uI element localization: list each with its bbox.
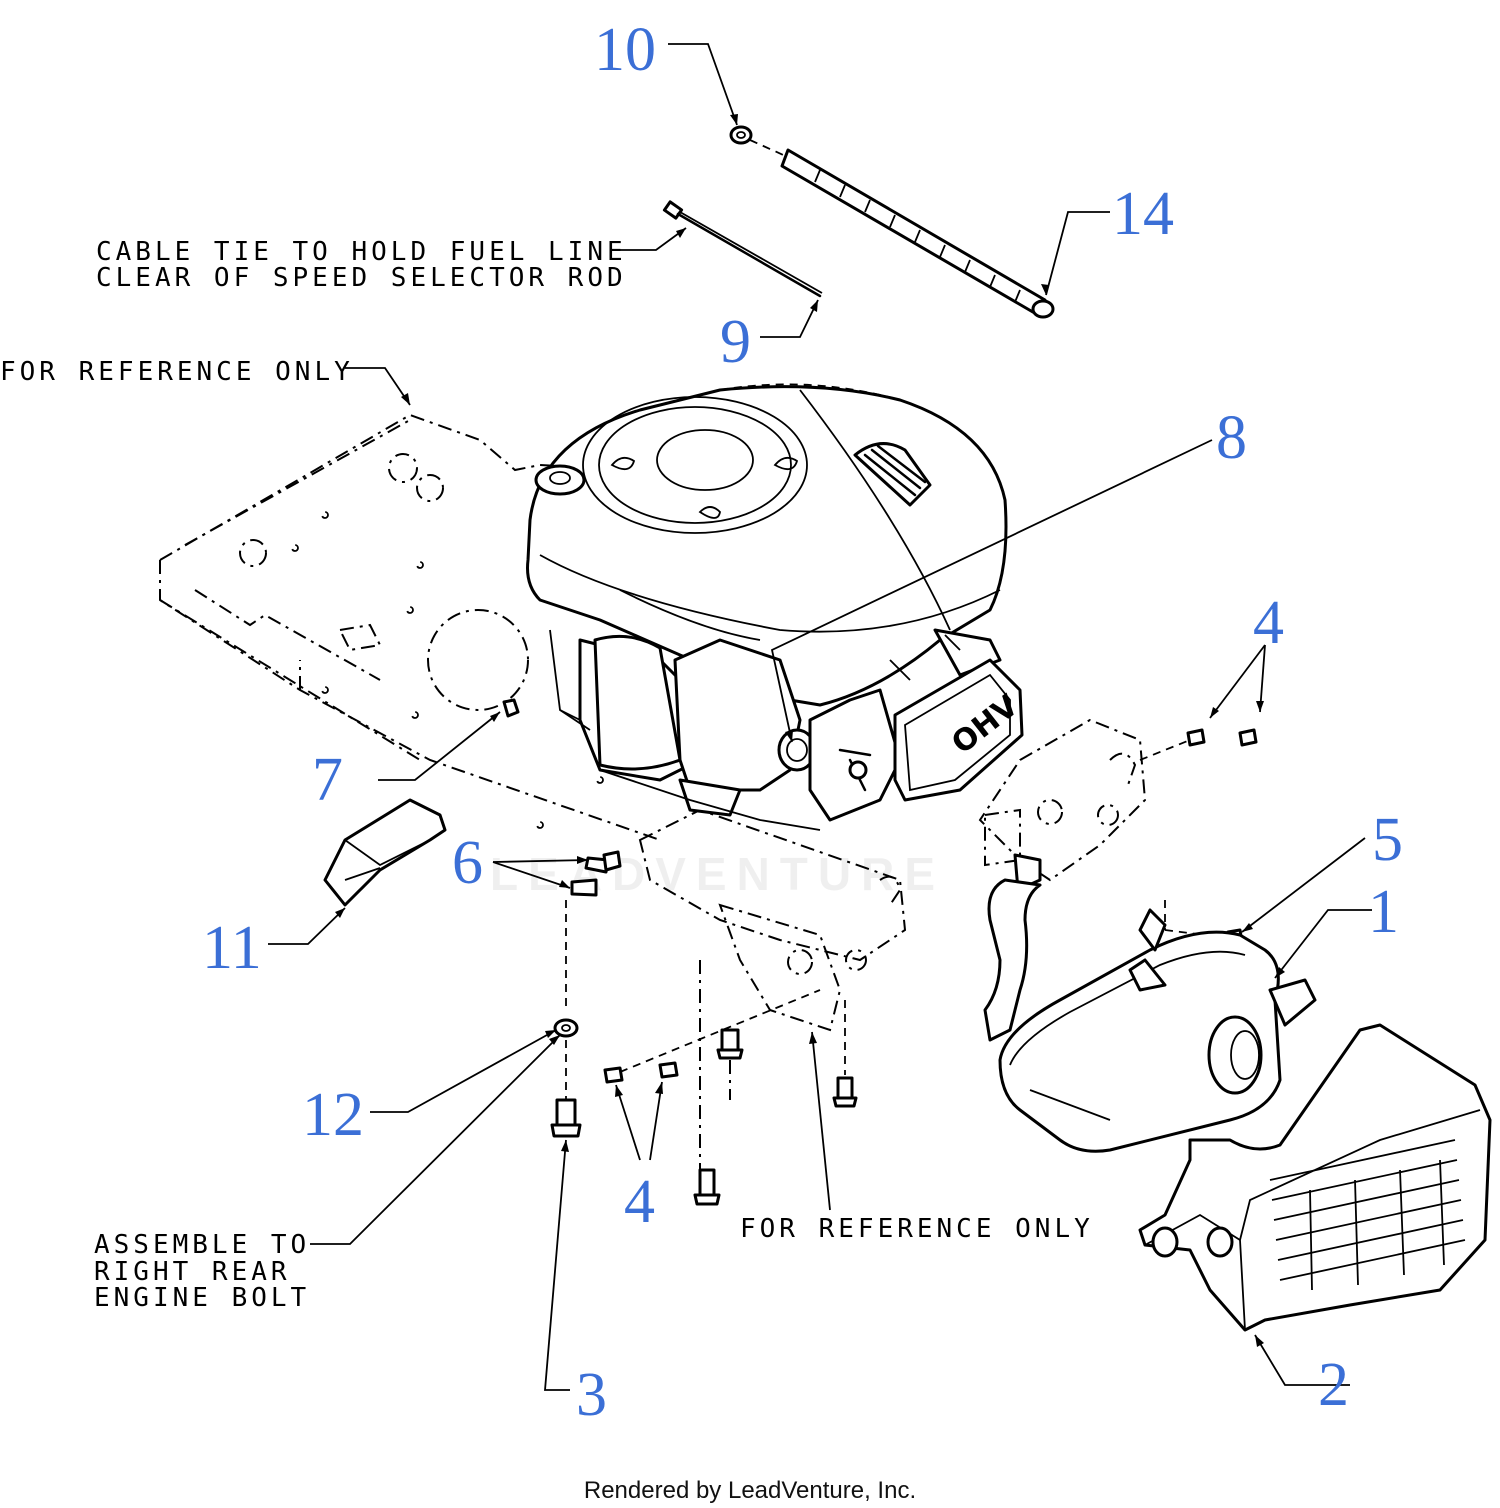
callout-3: 3 — [576, 1361, 607, 1429]
note-assemble-line2: RIGHT REAR — [94, 1257, 291, 1287]
part-2-heat-shield — [1138, 1023, 1492, 1332]
callout-10: 10 — [594, 16, 656, 84]
note-assemble-line3: ENGINE BOLT — [94, 1283, 310, 1313]
part-10-clip — [729, 125, 753, 145]
part-6-bolts — [565, 850, 622, 1012]
part-4-bolts-upper — [1139, 728, 1258, 761]
callout-14: 14 — [1112, 180, 1174, 248]
note-reference-top: FOR REFERENCE ONLY — [0, 357, 354, 387]
part-9-cable-tie — [662, 200, 823, 298]
note-assemble-line1: ASSEMBLE TO — [94, 1230, 310, 1260]
part-4-bolts-lower — [603, 989, 858, 1206]
note-cable-tie-line1: CABLE TIE TO HOLD FUEL LINE — [96, 237, 627, 267]
part-1-muffler — [983, 853, 1317, 1153]
callout-5: 5 — [1372, 806, 1403, 874]
frame-reference — [159, 413, 1147, 1180]
part-3-bolt — [550, 1098, 582, 1138]
part-11-shield — [323, 798, 447, 907]
callout-7: 7 — [312, 746, 343, 814]
engine-assembly: OHV — [526, 383, 1026, 831]
leader-lines — [268, 43, 1372, 1391]
callout-2: 2 — [1318, 1351, 1349, 1419]
part-14-rod — [749, 139, 1055, 319]
callout-8: 8 — [1216, 404, 1247, 472]
callout-1: 1 — [1368, 878, 1399, 946]
note-cable-tie-line2: CLEAR OF SPEED SELECTOR ROD — [96, 263, 627, 293]
notes: CABLE TIE TO HOLD FUEL LINE CLEAR OF SPE… — [0, 237, 1094, 1313]
part-7-fitting — [502, 698, 520, 718]
part-12-washer — [553, 1018, 579, 1100]
callout-12: 12 — [302, 1081, 364, 1149]
credit-text: Rendered by LeadVenture, Inc. — [584, 1477, 916, 1504]
note-reference-bottom: FOR REFERENCE ONLY — [740, 1214, 1094, 1244]
callout-4-lower: 4 — [624, 1168, 655, 1236]
callout-11: 11 — [202, 914, 262, 982]
watermark-text: LEADVENTURE — [490, 848, 945, 900]
callout-4-upper: 4 — [1253, 589, 1284, 657]
callout-6: 6 — [452, 829, 483, 897]
callout-9: 9 — [720, 308, 751, 376]
callouts: 10 14 9 8 4 7 6 5 1 11 12 4 2 3 — [202, 16, 1403, 1429]
